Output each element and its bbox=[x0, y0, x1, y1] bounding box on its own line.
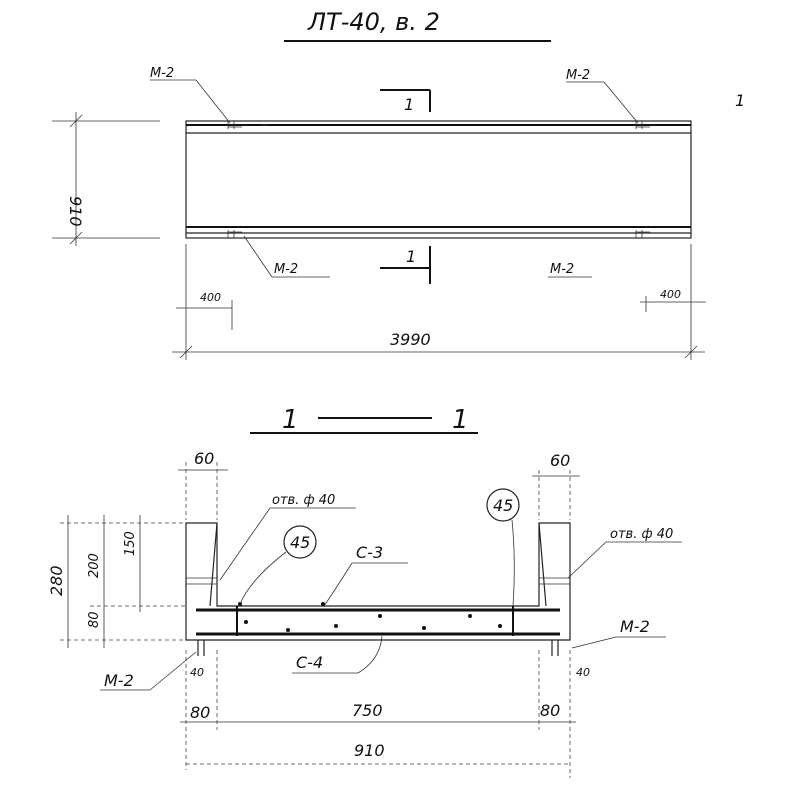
callout-45-right: 45 bbox=[486, 488, 520, 607]
svg-text:М-2: М-2 bbox=[104, 671, 134, 690]
svg-text:45: 45 bbox=[493, 496, 513, 515]
svg-text:80: 80 bbox=[190, 703, 210, 722]
svg-text:М-2: М-2 bbox=[620, 617, 650, 636]
svg-text:910: 910 bbox=[66, 196, 85, 227]
svg-text:отв. ф 40: отв. ф 40 bbox=[272, 493, 335, 508]
svg-text:С-4: С-4 bbox=[296, 653, 323, 672]
plan-mark-top-left: М-2 bbox=[150, 66, 174, 81]
svg-text:С-3: С-3 bbox=[356, 543, 383, 562]
svg-text:1: 1 bbox=[404, 95, 414, 114]
plan-view: М-2 М-2 М-2 М-2 1 1 910 bbox=[52, 66, 706, 360]
reinforcement-cage bbox=[196, 602, 560, 636]
svg-text:80: 80 bbox=[540, 701, 560, 720]
svg-text:280: 280 bbox=[47, 565, 66, 596]
dim-left-small: 40 bbox=[190, 666, 204, 679]
dim-right-wall-top: 60 bbox=[532, 451, 580, 520]
dim-vertical-left: 280 200 150 80 bbox=[47, 515, 186, 648]
label-c3: С-3 bbox=[323, 543, 408, 607]
embedded-plate-marks bbox=[227, 121, 650, 238]
svg-text:60: 60 bbox=[550, 451, 570, 470]
svg-text:3990: 3990 bbox=[390, 330, 431, 349]
svg-text:1: 1 bbox=[406, 247, 416, 266]
label-hole-left: отв. ф 40 bbox=[219, 493, 356, 581]
section-cut-top: 1 bbox=[380, 89, 431, 114]
plan-mark-top-right: М-2 bbox=[566, 68, 590, 83]
cross-section-view: 60 60 280 200 150 80 отв. ф 40 bbox=[47, 449, 682, 778]
section-cut-bottom: 1 bbox=[380, 246, 431, 284]
svg-text:45: 45 bbox=[290, 533, 310, 552]
plan-dim-length: 3990 bbox=[172, 244, 705, 360]
plan-outline bbox=[185, 120, 692, 239]
plan-mark-bottom-left: М-2 bbox=[274, 262, 298, 277]
plan-dim-right-offset: 400 bbox=[640, 288, 706, 312]
svg-text:60: 60 bbox=[194, 449, 214, 468]
plan-dim-left-offset: 400 bbox=[176, 291, 233, 330]
dim-bottom-row: 80 750 80 910 bbox=[180, 650, 576, 778]
section-mark-m2-left: М-2 bbox=[100, 651, 197, 691]
svg-text:150: 150 bbox=[123, 531, 138, 556]
page-mark: 1 bbox=[735, 91, 745, 110]
svg-text:отв. ф 40: отв. ф 40 bbox=[610, 527, 673, 542]
svg-text:1: 1 bbox=[452, 405, 469, 435]
label-hole-right: отв. ф 40 bbox=[567, 527, 682, 579]
callout-45-left: 45 bbox=[239, 525, 317, 605]
label-c4: С-4 bbox=[292, 635, 383, 674]
dim-left-wall-top: 60 bbox=[178, 449, 228, 520]
svg-text:80: 80 bbox=[87, 611, 102, 628]
plan-dim-width: 910 bbox=[52, 112, 160, 246]
svg-text:200: 200 bbox=[87, 553, 102, 578]
svg-text:1: 1 bbox=[282, 405, 299, 435]
plan-mark-bottom-right: М-2 bbox=[550, 262, 574, 277]
section-mark-m2-right: М-2 bbox=[571, 617, 666, 649]
drawing-title: ЛТ-40, в. 2 bbox=[307, 8, 440, 36]
section-title: 1 1 bbox=[250, 405, 478, 435]
svg-text:400: 400 bbox=[660, 288, 681, 301]
svg-text:910: 910 bbox=[354, 741, 385, 760]
svg-text:750: 750 bbox=[352, 701, 383, 720]
svg-text:400: 400 bbox=[200, 291, 221, 304]
dim-right-small: 40 bbox=[576, 666, 590, 679]
